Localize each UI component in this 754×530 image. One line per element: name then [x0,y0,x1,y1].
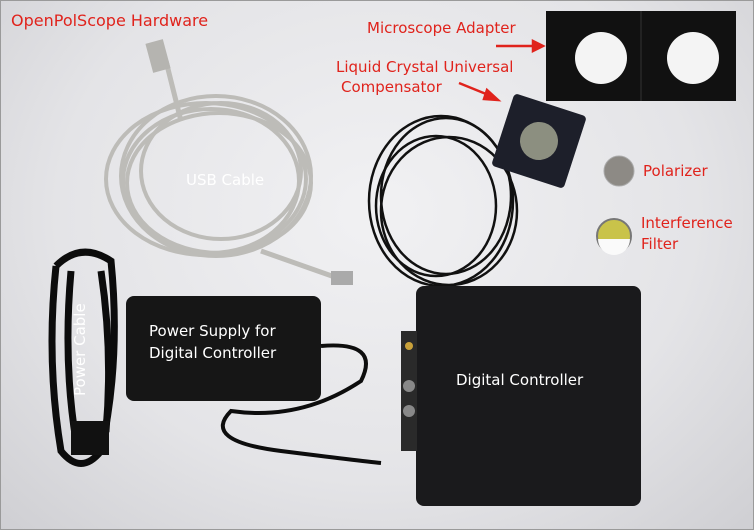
power-supply [126,296,382,465]
label-usb-cable: USB Cable [186,171,265,189]
polarizer [603,155,635,187]
usb-connector [145,39,171,73]
microscope-adapter [546,11,736,101]
lc-compensator [492,94,586,188]
label-power-supply-2: Digital Controller [149,344,277,362]
power-plug [71,421,109,455]
label-polarizer: Polarizer [643,162,708,180]
interference-filter [596,218,632,255]
label-microscope-adapter: Microscope Adapter [367,19,516,37]
page-title: OpenPolScope Hardware [11,11,209,30]
label-power-cable: Power Cable [71,303,89,396]
label-power-supply-1: Power Supply for [149,322,276,340]
lc-cable [367,114,519,288]
label-lc-compensator-1: Liquid Crystal Universal [336,58,514,76]
label-digital-controller: Digital Controller [456,371,584,389]
digital-controller [401,286,641,506]
label-lc-compensator-2: Compensator [341,78,442,96]
label-interference-filter-2: Filter [641,235,679,253]
annotation-arrows [458,38,546,102]
label-interference-filter-1: Interference [641,214,733,232]
usb-connector [331,271,353,285]
